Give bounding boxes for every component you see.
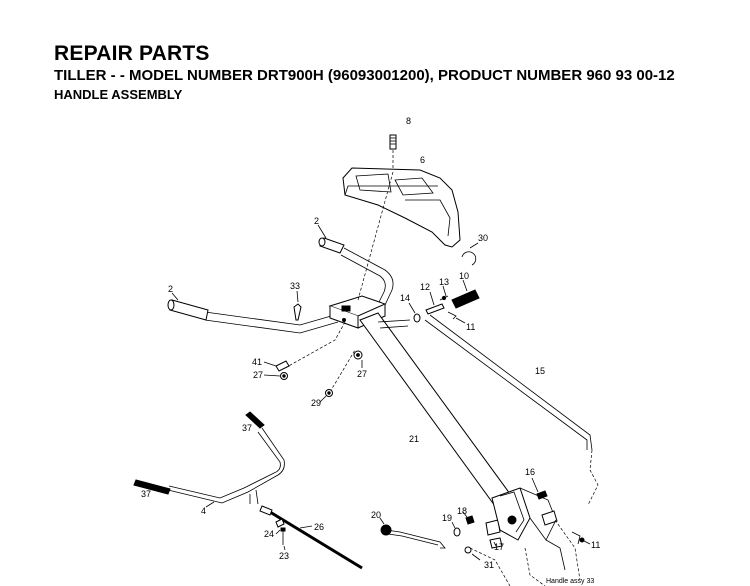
callout-21: 21 bbox=[409, 434, 419, 444]
callout-27-right: 27 bbox=[357, 369, 367, 379]
callout-16: 16 bbox=[525, 467, 535, 477]
diagram-caption: Handle assy 33 bbox=[546, 578, 594, 585]
callout-14: 14 bbox=[400, 293, 410, 303]
part-41-bolt bbox=[275, 360, 290, 372]
callout-10: 10 bbox=[459, 271, 469, 281]
part-31-nut bbox=[464, 546, 472, 554]
callout-19: 19 bbox=[442, 513, 452, 523]
callout-33: 33 bbox=[290, 281, 300, 291]
callout-13: 13 bbox=[439, 277, 449, 287]
part-4-control-bar bbox=[167, 427, 285, 505]
callout-15: 15 bbox=[535, 366, 545, 376]
callout-31: 31 bbox=[484, 560, 494, 570]
part-15-rod bbox=[424, 314, 593, 451]
part-6-console bbox=[342, 167, 461, 248]
callout-18: 18 bbox=[457, 506, 467, 516]
callout-24: 24 bbox=[264, 529, 274, 539]
part-27-nut-right bbox=[353, 350, 363, 360]
part-11-cotter-pin-upper bbox=[447, 311, 457, 320]
part-14-washer bbox=[413, 313, 421, 323]
part-30-clip bbox=[461, 251, 477, 266]
callout-37-left: 37 bbox=[141, 489, 151, 499]
part-21-main-tube bbox=[359, 312, 514, 507]
model-subtitle: TILLER - - MODEL NUMBER DRT900H (9609300… bbox=[54, 67, 675, 84]
part-20-lever bbox=[380, 524, 446, 549]
part-16-bolt bbox=[536, 490, 548, 500]
part-17-bushing bbox=[485, 519, 503, 549]
part-11-cotter-pin-lower bbox=[571, 531, 585, 545]
section-heading: HANDLE ASSEMBLY bbox=[54, 87, 183, 102]
part-12-spacer bbox=[425, 303, 445, 315]
callout-41: 41 bbox=[252, 357, 262, 367]
callout-11-upper: 11 bbox=[466, 322, 475, 332]
part-23-screw bbox=[280, 527, 286, 545]
callout-6: 6 bbox=[420, 155, 425, 165]
callout-30: 30 bbox=[478, 233, 488, 243]
callout-4: 4 bbox=[201, 506, 206, 516]
part-18-bolt bbox=[465, 515, 475, 525]
part-33-screw bbox=[293, 303, 302, 321]
part-37-grip-left bbox=[133, 479, 171, 495]
part-2-grip-left bbox=[167, 299, 209, 321]
part-handlebar bbox=[204, 247, 394, 334]
part-19-washer bbox=[453, 527, 461, 537]
callout-20: 20 bbox=[371, 510, 381, 520]
callout-37-upper: 37 bbox=[242, 423, 252, 433]
part-24-clip bbox=[275, 518, 285, 528]
part-13-pin bbox=[439, 295, 449, 301]
callout-26: 26 bbox=[314, 522, 324, 532]
callout-11-lower: 11 bbox=[591, 540, 600, 550]
part-37-grip-upper bbox=[245, 411, 265, 429]
callout-23: 23 bbox=[279, 551, 289, 561]
callout-labels: 8 6 2 30 2 33 10 12 13 14 11 41 27 27 15… bbox=[141, 116, 600, 570]
part-10-lever-grip bbox=[451, 289, 480, 309]
part-2-grip-upper bbox=[318, 237, 345, 254]
callout-2-upper: 2 bbox=[314, 216, 319, 226]
callout-17: 17 bbox=[494, 542, 504, 552]
callout-8: 8 bbox=[406, 116, 411, 126]
part-29-nut bbox=[325, 389, 333, 397]
callout-29: 29 bbox=[311, 398, 321, 408]
callout-12: 12 bbox=[420, 282, 430, 292]
part-lower-bracket bbox=[491, 487, 566, 571]
part-27-nut-left bbox=[280, 372, 288, 380]
page-title: REPAIR PARTS bbox=[54, 42, 210, 65]
part-8-bolt bbox=[389, 134, 397, 150]
callout-27-left: 27 bbox=[253, 370, 263, 380]
part-26-cable bbox=[259, 505, 363, 570]
callout-2-left: 2 bbox=[168, 284, 173, 294]
